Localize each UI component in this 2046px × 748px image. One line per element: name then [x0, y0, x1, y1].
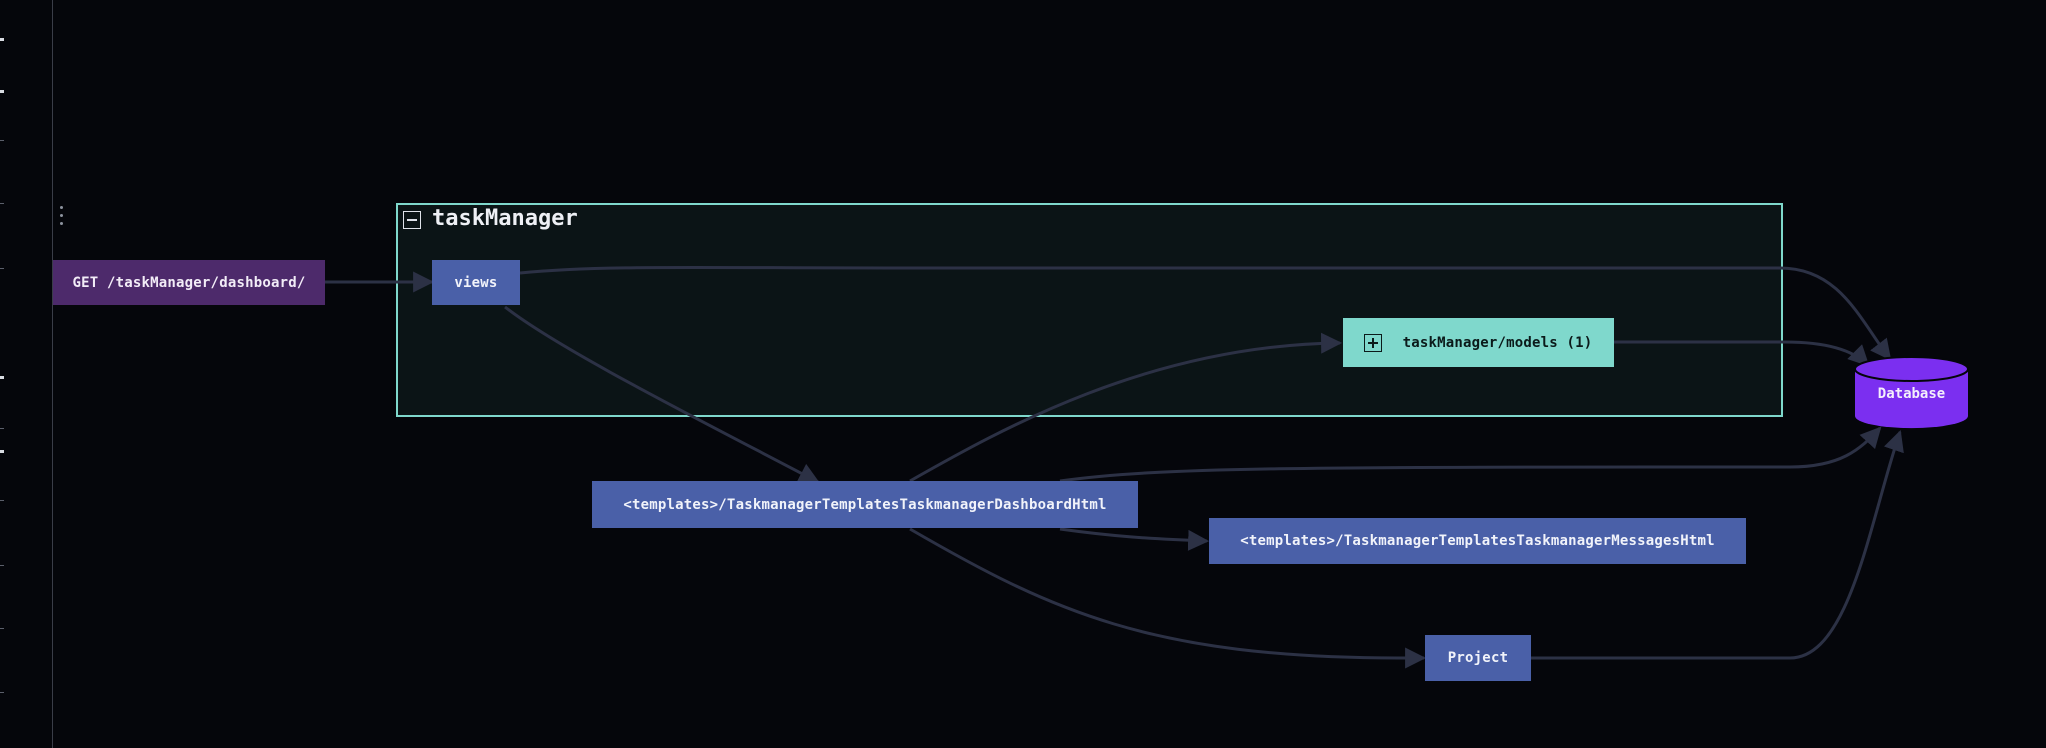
node-dashboard-template[interactable]: <templates>/TaskmanagerTemplatesTaskmana… — [592, 481, 1138, 528]
node-database-label: Database — [1877, 386, 1946, 402]
node-models[interactable]: taskManager/models (1) — [1343, 318, 1614, 367]
rail-tick — [0, 90, 4, 93]
edge-views-dashboard — [504, 305, 820, 484]
rail-tick — [0, 268, 4, 269]
node-models-label: taskManager/models (1) — [1402, 334, 1593, 351]
drag-handle-icon[interactable] — [60, 206, 64, 236]
minus-icon[interactable] — [403, 211, 421, 229]
node-project[interactable]: Project — [1425, 635, 1531, 681]
rail-tick — [0, 203, 4, 204]
node-route[interactable]: GET /taskManager/dashboard/ — [53, 260, 325, 305]
rail-tick — [0, 692, 4, 693]
rail-tick — [0, 450, 4, 453]
group-title: taskManager — [432, 206, 578, 231]
rail-tick — [0, 565, 4, 566]
rail-tick — [0, 628, 4, 629]
node-messages-template[interactable]: <templates>/TaskmanagerTemplatesTaskmana… — [1209, 518, 1746, 564]
rail-tick — [0, 500, 4, 501]
edge-dashboard-messages — [1059, 527, 1210, 551]
edge-dashboard-project — [909, 527, 1427, 669]
rail-tick — [0, 428, 4, 429]
rail-tick — [0, 376, 4, 379]
edge-views-database — [519, 265, 1892, 361]
left-rail — [0, 0, 53, 748]
rail-tick — [0, 140, 4, 141]
edge-models-database — [1614, 340, 1870, 367]
node-views[interactable]: views — [432, 260, 520, 305]
plus-icon[interactable] — [1364, 334, 1382, 352]
edge-dashboard-models — [909, 332, 1343, 483]
edge-dashboard-database — [1059, 426, 1882, 483]
rail-tick — [0, 38, 4, 41]
edge-project-database — [1531, 430, 1904, 660]
database-icon[interactable] — [1854, 356, 1969, 431]
